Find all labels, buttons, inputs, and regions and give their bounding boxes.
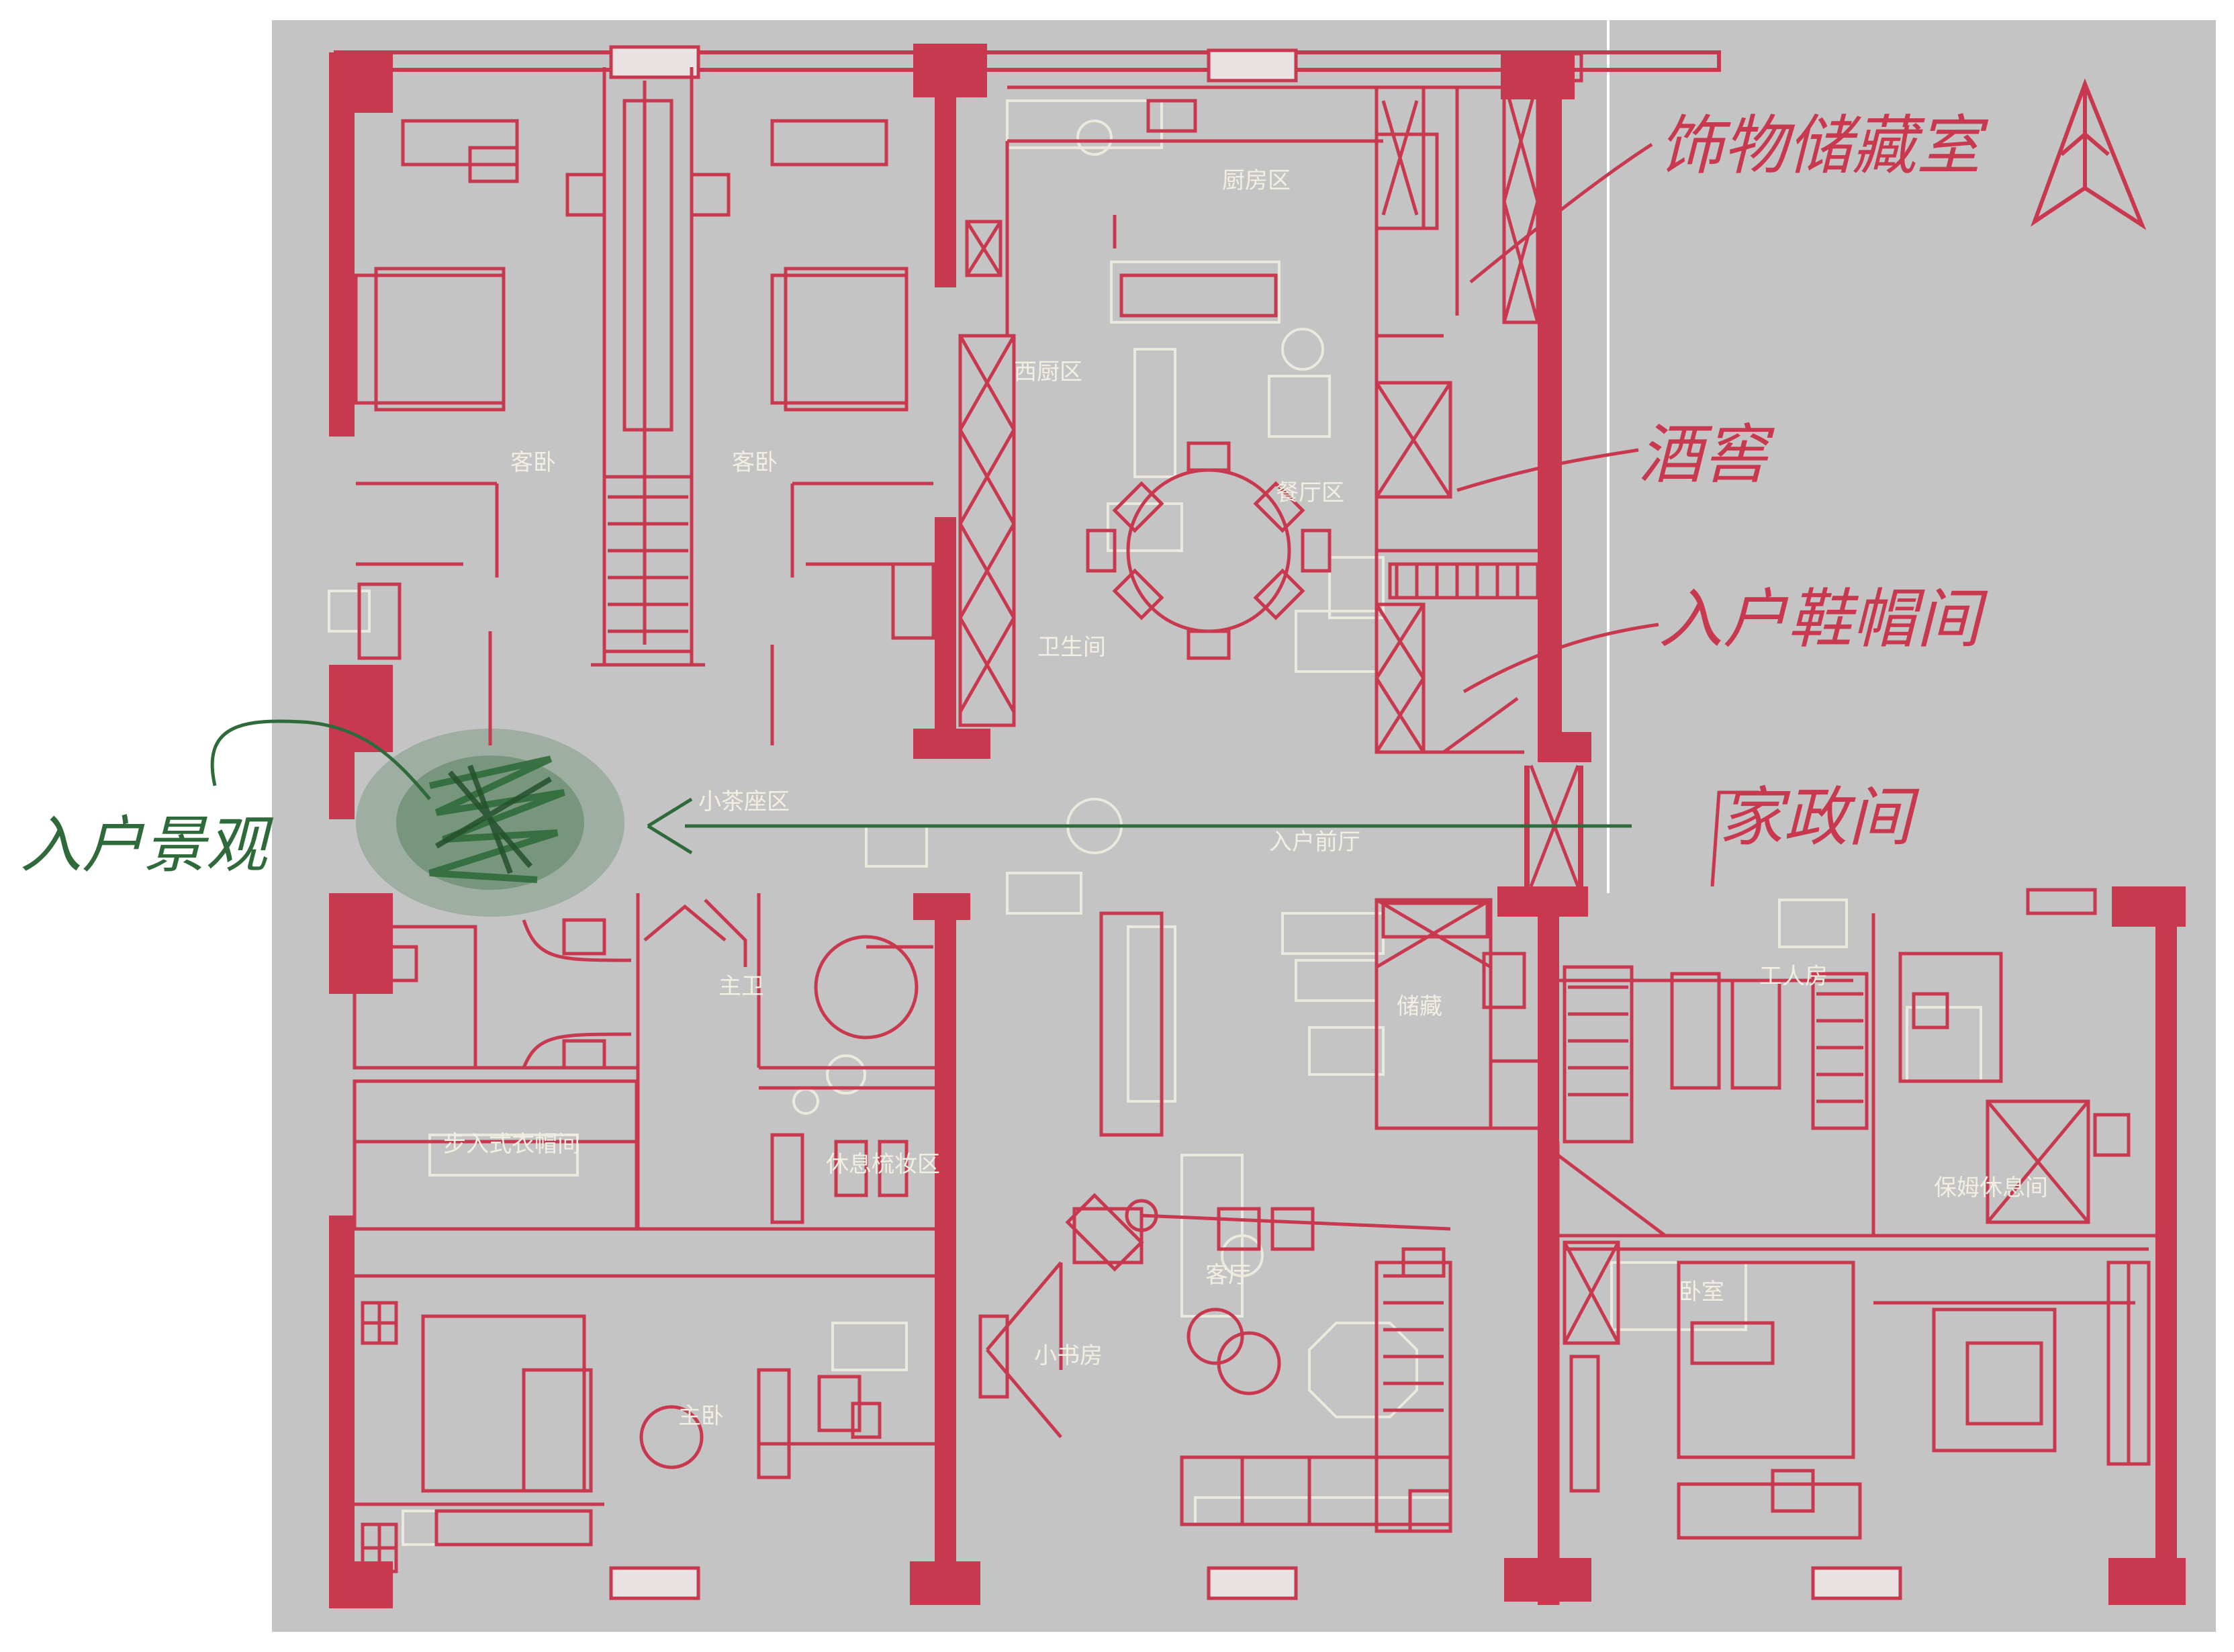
- windows: [609, 45, 2097, 1600]
- label-master-bedroom: 主卧: [678, 1403, 724, 1430]
- label-western-kitchen: 西厨区: [1014, 359, 1082, 385]
- entry-landscape: [356, 729, 624, 917]
- label-living-room: 客厅: [1205, 1262, 1251, 1289]
- label-bathroom: 卫生间: [1037, 634, 1106, 661]
- label-guest-room-2: 客卧: [732, 449, 778, 476]
- label-dining: 餐厅区: [1276, 479, 1344, 506]
- label-storage: 储藏: [1397, 993, 1442, 1020]
- label-study: 小书房: [1034, 1342, 1103, 1369]
- north-arrow-icon: [2031, 78, 2147, 230]
- walls: [329, 44, 2186, 1608]
- note-wine-cellar: 酒窖: [1638, 417, 1775, 492]
- label-entrance-hall: 入户前厅: [1269, 829, 1360, 856]
- label-bedroom: 卧室: [1679, 1279, 1724, 1305]
- label-walk-in-closet: 步入式衣帽间: [443, 1131, 580, 1158]
- note-entry-shoe-room: 入户鞋帽间: [1659, 582, 1988, 657]
- label-nanny-room: 保姆休息间: [1934, 1175, 2048, 1201]
- label-tea-area: 小茶座区: [698, 788, 790, 815]
- label-utility: 工人房: [1759, 963, 1828, 990]
- label-dressing-area: 休息梳妆区: [826, 1151, 940, 1178]
- partitions: [353, 67, 2176, 1605]
- annotation-leaders: [1456, 142, 1759, 887]
- label-master-bath: 主卫: [718, 973, 764, 1000]
- note-housekeeping-room: 家政间: [1719, 780, 1920, 855]
- note-jewelry-storage: 饰物储藏室: [1659, 108, 1989, 183]
- label-guest-room-1: 客卧: [510, 449, 556, 476]
- label-kitchen: 厨房区: [1222, 167, 1291, 194]
- entry-view-leader: [210, 719, 431, 800]
- note-entry-view: 入户景观: [20, 809, 274, 881]
